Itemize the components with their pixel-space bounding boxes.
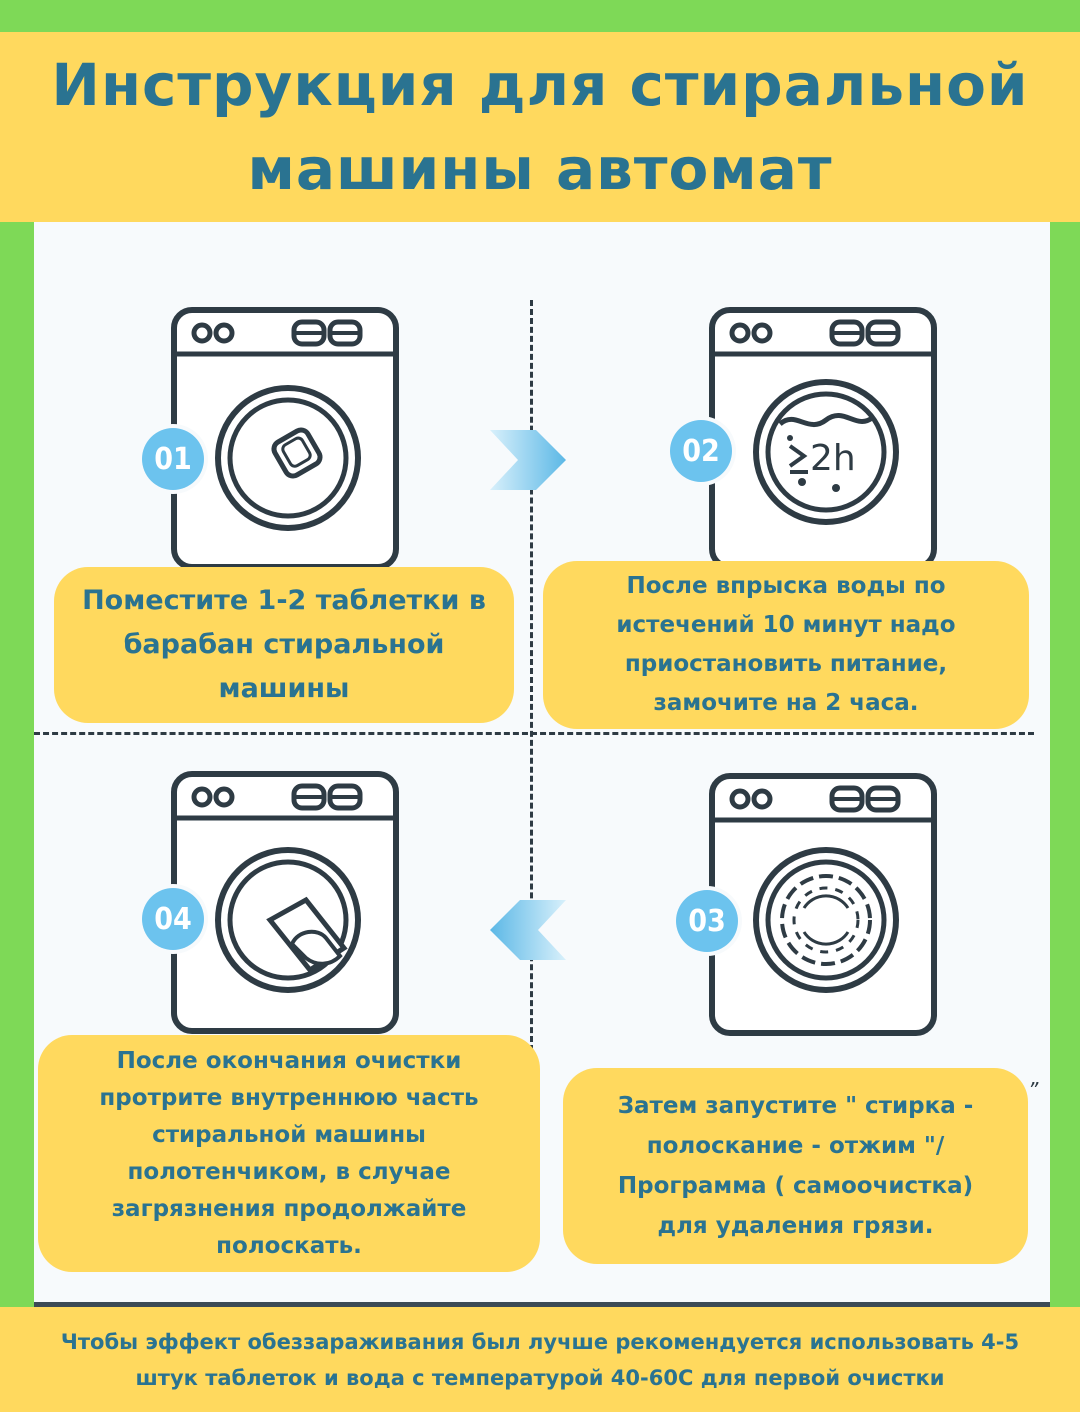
header-banner: Инструкция для стиральной машины автомат — [0, 32, 1080, 222]
footer-note-line-2: штук таблеток и вода с температурой 40-6… — [135, 1365, 945, 1390]
washing-machine-wipe-icon — [170, 770, 400, 1035]
footer-note-line-1: Чтобы эффект обеззараживания был лучше р… — [60, 1329, 1020, 1354]
horizontal-dashed-divider — [34, 732, 1034, 735]
step-number-badge: 04 — [142, 888, 204, 950]
vertical-dashed-divider — [530, 300, 533, 1060]
top-green-strip — [0, 0, 1080, 32]
panel-bottom-edge — [34, 1302, 1050, 1307]
washing-machine-spin-icon — [708, 772, 938, 1037]
step-number-badge: 01 — [142, 428, 204, 490]
title-line-1: Инструкция для стиральной — [51, 51, 1029, 119]
footer-banner: Чтобы эффект обеззараживания был лучше р… — [0, 1307, 1080, 1412]
step-03-description: Затем запустите " стирка - полоскание - … — [563, 1068, 1028, 1264]
step-number-badge: 03 — [676, 890, 738, 952]
duration-label: 2h — [810, 438, 856, 479]
stray-quote-mark: ” — [1028, 1078, 1039, 1102]
washing-machine-tablet-icon — [170, 306, 400, 571]
step-01-description: Поместите 1-2 таблетки в барабан стираль… — [54, 567, 514, 723]
title-line-2: машины автомат — [247, 135, 833, 203]
arrow-left-icon — [490, 900, 566, 960]
step-04-description: После окончания очистки протрите внутрен… — [38, 1035, 540, 1272]
step-02-description: После впрыска воды по истечений 10 минут… — [543, 561, 1029, 729]
step-number-badge: 02 — [670, 420, 732, 482]
washing-machine-soak-2h-icon: 2h — [708, 306, 938, 571]
page-title: Инструкция для стиральной машины автомат — [51, 43, 1028, 211]
arrow-right-icon — [490, 430, 566, 490]
